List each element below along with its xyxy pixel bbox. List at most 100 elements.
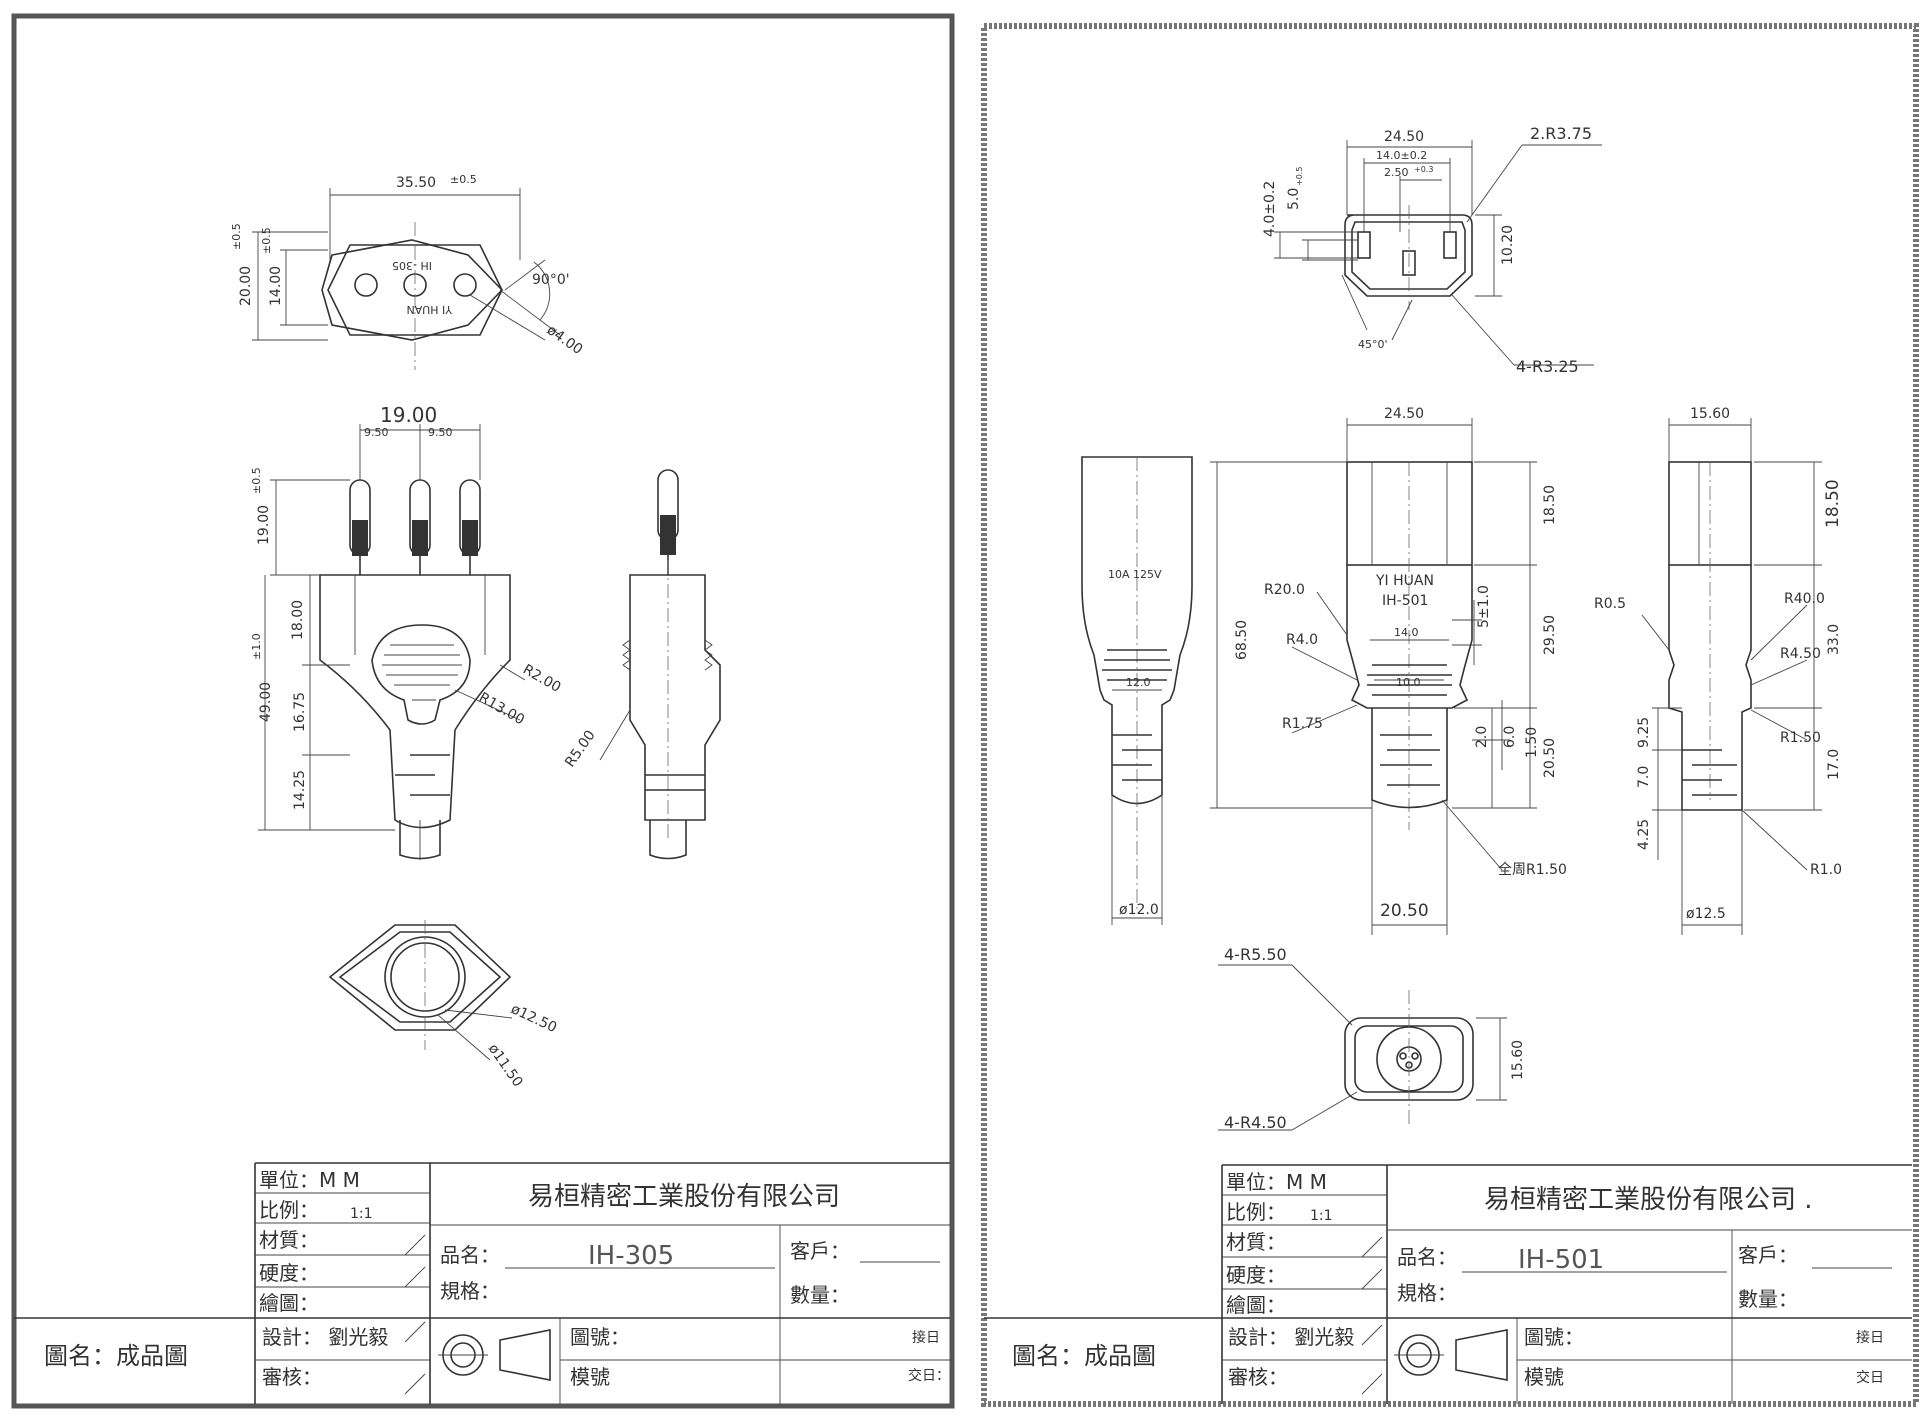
- dim-r4-0: R4.0: [1286, 632, 1318, 648]
- dim-14-00: 14.00: [268, 266, 284, 306]
- tol-35-50: ±0.5: [450, 173, 477, 186]
- dim-r1-0: R1.0: [1810, 862, 1842, 878]
- tb-drawing-no: 圖號：: [1524, 1325, 1584, 1349]
- tol-5-0: +0.5: [1295, 167, 1304, 186]
- dim-14-0: 14.0±0.2: [1376, 149, 1427, 162]
- dim-phi-4-00: ø4.00: [544, 322, 586, 358]
- dim-r1-50-all: 全周R1.50: [1498, 861, 1567, 878]
- dim-19-00-pin: 19.00: [256, 505, 272, 545]
- tb-spec-label: 規格：: [440, 1279, 500, 1303]
- dim-24-50-front: 24.50: [1384, 406, 1424, 422]
- tb-quantity: 數量：: [1738, 1287, 1798, 1311]
- tb-customer: 客戶：: [790, 1239, 850, 1263]
- tb-drawer: 繪圖：: [259, 1291, 319, 1315]
- title-block: [14, 1162, 950, 1404]
- dim-1-50: 1.50: [1524, 727, 1540, 758]
- tb-customer: 客戶：: [1738, 1243, 1798, 1267]
- dim-49-00: 49.00: [258, 682, 274, 722]
- tb-product: IH-501: [1518, 1245, 1604, 1275]
- dim-2-0: 2.0: [1474, 726, 1490, 748]
- front-view: [1210, 418, 1537, 935]
- bottom-view: [328, 920, 513, 1061]
- dim-18-50-side: 18.50: [1823, 479, 1843, 528]
- tb-checker: 審核：: [262, 1365, 322, 1389]
- title-block: [984, 1164, 1912, 1404]
- drawing-sheet-ih305: 35.50 ±0.5 20.00 ±0.5 14.00 ±0.5 90°0' ø…: [0, 0, 960, 1420]
- dim-20-50-width: 20.50: [1380, 901, 1429, 921]
- dim-r1-75: R1.75: [1282, 716, 1323, 732]
- dim-2r3-75: 2.R3.75: [1530, 124, 1592, 143]
- tb-scale-label: 比例：: [1226, 1200, 1286, 1224]
- dim-4-0: 4.0±0.2: [1262, 181, 1278, 237]
- tb-drawing-name: 圖名：成品圖: [44, 1342, 188, 1370]
- dim-9-50-a: 9.50: [364, 426, 389, 439]
- tb-material: 材質：: [259, 1228, 319, 1252]
- tb-company: 易桓精密工業股份有限公司 .: [1484, 1185, 1813, 1215]
- dim-68-50: 68.50: [1234, 620, 1250, 660]
- dim-10-0: 10.0: [1396, 676, 1421, 689]
- dim-r13-00: R13.00: [476, 690, 527, 729]
- tb-product-label: 品名：: [440, 1243, 500, 1267]
- dim-2-50: 2.50: [1384, 166, 1409, 179]
- tb-scale-label: 比例：: [259, 1198, 319, 1222]
- dim-24-50-top: 24.50: [1384, 129, 1424, 145]
- tb-deliver-date: 交日: [1856, 1369, 1884, 1386]
- front-view: [258, 424, 526, 860]
- tb-quantity: 數量：: [790, 1283, 850, 1307]
- dim-7-0: 7.0: [1636, 766, 1652, 788]
- dim-4r5-50: 4-R5.50: [1224, 945, 1287, 964]
- dim-r1-50: R1.50: [1780, 730, 1821, 746]
- ih305-drawing: 35.50 ±0.5 20.00 ±0.5 14.00 ±0.5 90°0' ø…: [11, 13, 955, 1409]
- tb-product-label: 品名：: [1397, 1245, 1457, 1269]
- tb-scale-value: 1:1: [350, 1206, 373, 1222]
- dim-14-0-front: 14.0: [1394, 626, 1419, 639]
- dim-phi-12-0: ø12.0: [1119, 902, 1159, 918]
- dim-r2-00: R2.00: [520, 662, 563, 696]
- dim-12-0: 12.0: [1126, 676, 1151, 689]
- tol-14-00: ±0.5: [260, 227, 273, 254]
- dim-19-00-width: 19.00: [380, 403, 437, 427]
- tb-unit: 單位：M M: [259, 1168, 360, 1192]
- tb-checker: 審核：: [1228, 1365, 1288, 1389]
- tb-scale-value: 1:1: [1310, 1208, 1333, 1224]
- tol-49-00: ±1.0: [250, 633, 263, 660]
- dim-4r3-25: 4-R3.25: [1516, 357, 1579, 376]
- dim-r40-0: R40.0: [1784, 591, 1825, 607]
- dim-33-0: 33.0: [1826, 624, 1842, 655]
- side-view: [599, 469, 721, 860]
- dim-10-20: 10.20: [1500, 225, 1516, 265]
- dim-35-50: 35.50: [396, 175, 436, 191]
- mark-ih305: IH -305: [392, 259, 432, 272]
- dim-phi-12-5: ø12.5: [1686, 906, 1726, 922]
- tb-drawer: 繪圖：: [1226, 1293, 1286, 1317]
- dim-20-50-height: 20.50: [1542, 738, 1558, 778]
- dim-20-00: 20.00: [238, 266, 254, 306]
- tb-material: 材質：: [1226, 1230, 1286, 1254]
- dim-r20-0: R20.0: [1264, 582, 1305, 598]
- tb-hardness: 硬度：: [1226, 1263, 1286, 1287]
- top-view: [252, 188, 561, 370]
- bottom-view: [1218, 964, 1507, 1131]
- dim-r4-50: R4.50: [1780, 646, 1821, 662]
- side-view-left: [1081, 456, 1193, 925]
- tol-20-00: ±0.5: [230, 223, 243, 250]
- dim-phi-12-50: ø12.50: [508, 1001, 559, 1036]
- tb-designer: 設計： 劉光毅: [1228, 1325, 1354, 1349]
- dim-18-50-front: 18.50: [1542, 485, 1558, 525]
- dim-16-75: 16.75: [292, 692, 308, 732]
- dim-17-0: 17.0: [1826, 749, 1842, 780]
- mark-yihuan: YI HUAN: [1375, 573, 1434, 589]
- ih501-drawing: 24.50 14.0±0.2 2.50 +0.3 2.R3.75 4.0±0.2…: [981, 23, 1919, 1407]
- dim-45-angle: 45°0': [1358, 338, 1388, 351]
- dim-9-25: 9.25: [1636, 717, 1652, 748]
- tb-designer: 設計： 劉光毅: [262, 1325, 388, 1349]
- dim-5-0: 5.0: [1286, 188, 1302, 210]
- tb-recv-date: 接日: [1856, 1329, 1884, 1346]
- dim-90-angle: 90°0': [532, 272, 570, 288]
- dim-9-50-b: 9.50: [428, 426, 453, 439]
- dim-5-1: 5±1.0: [1476, 585, 1492, 628]
- tb-drawing-name: 圖名：成品圖: [1012, 1342, 1156, 1370]
- dim-4r4-50: 4-R4.50: [1224, 1113, 1287, 1132]
- mark-yihuan: YI HUAN: [406, 303, 453, 316]
- side-view-right: [1641, 418, 1822, 935]
